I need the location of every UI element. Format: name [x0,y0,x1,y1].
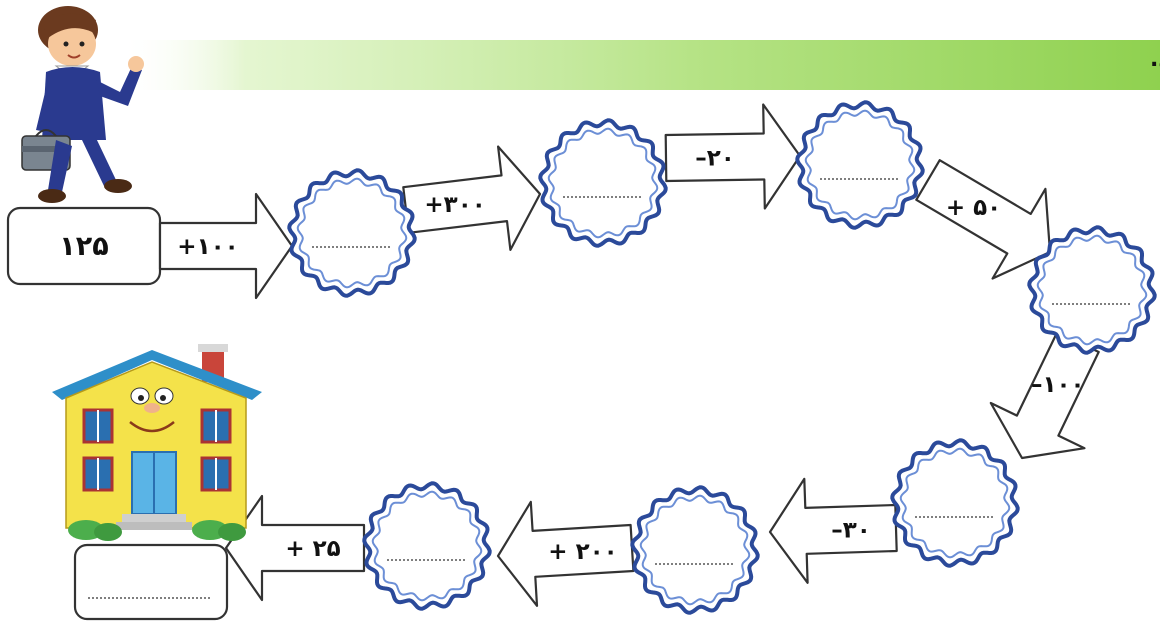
answer-circles [287,100,1157,615]
operation-arrow: + ۲۵ [224,494,366,602]
operation-arrow: +۱۰۰ [158,192,294,300]
operation-arrow: –۳۰ [768,477,898,584]
operation-arrow: –۲۰ [664,103,802,210]
start-value: ۱۲۵ [59,231,108,262]
operation-arrow: –۱۰۰ [989,330,1100,460]
operation-label: + ۵۰ [946,195,1001,221]
arrow-shape [768,477,898,584]
operation-arrow: + ۲۰۰ [496,500,635,607]
answer-circle[interactable] [362,481,492,611]
answer-circle[interactable] [1027,225,1157,355]
operation-label: –۲۰ [695,145,735,171]
school-icon [52,344,262,541]
circle-inner-ring [547,127,659,239]
operation-label: +۳۰۰ [424,192,485,218]
arrow-shape [402,145,542,251]
arrow-shape [496,500,635,607]
final-answer-box[interactable] [73,543,229,621]
operation-label: –۳۰ [831,517,871,543]
circle-inner-ring [1036,234,1148,346]
operation-arrow: + ۵۰ [915,159,1052,280]
student-icon [21,6,144,203]
circle-inner-ring [804,109,916,221]
arrow-shape [158,192,294,300]
arrow-shape [664,103,802,210]
answer-circle[interactable] [795,100,925,230]
answer-circle[interactable] [630,485,760,615]
answer-circle[interactable] [538,118,668,248]
operation-arrows: +۱۰۰ +۳۰۰ –۲۰ + ۵۰ –۱۰۰ –۳۰ + ۲۰۰ + ۲۵ [158,103,1100,607]
operation-label: –۱۰۰ [1031,372,1085,398]
instruction-text: با نوشتن اعداد مناسب به رضا کمک کن که به… [1150,47,1160,72]
arrow-shape [915,159,1052,280]
instruction-banner: با نوشتن اعداد مناسب به رضا کمک کن که به… [120,40,1160,90]
answer-circle[interactable] [287,168,417,298]
start-box: ۱۲۵ [6,206,162,286]
operation-label: + ۲۰۰ [548,539,617,565]
operation-label: + ۲۵ [285,536,340,562]
operation-label: +۱۰۰ [177,234,238,260]
answer-circle[interactable] [890,438,1020,568]
circle-inner-ring [639,494,751,606]
circle-inner-ring [899,447,1011,559]
arrow-shape [224,494,366,602]
circle-inner-ring [296,177,408,289]
arrow-shape [989,330,1100,460]
circle-inner-ring [371,490,483,602]
operation-arrow: +۳۰۰ [402,145,542,251]
